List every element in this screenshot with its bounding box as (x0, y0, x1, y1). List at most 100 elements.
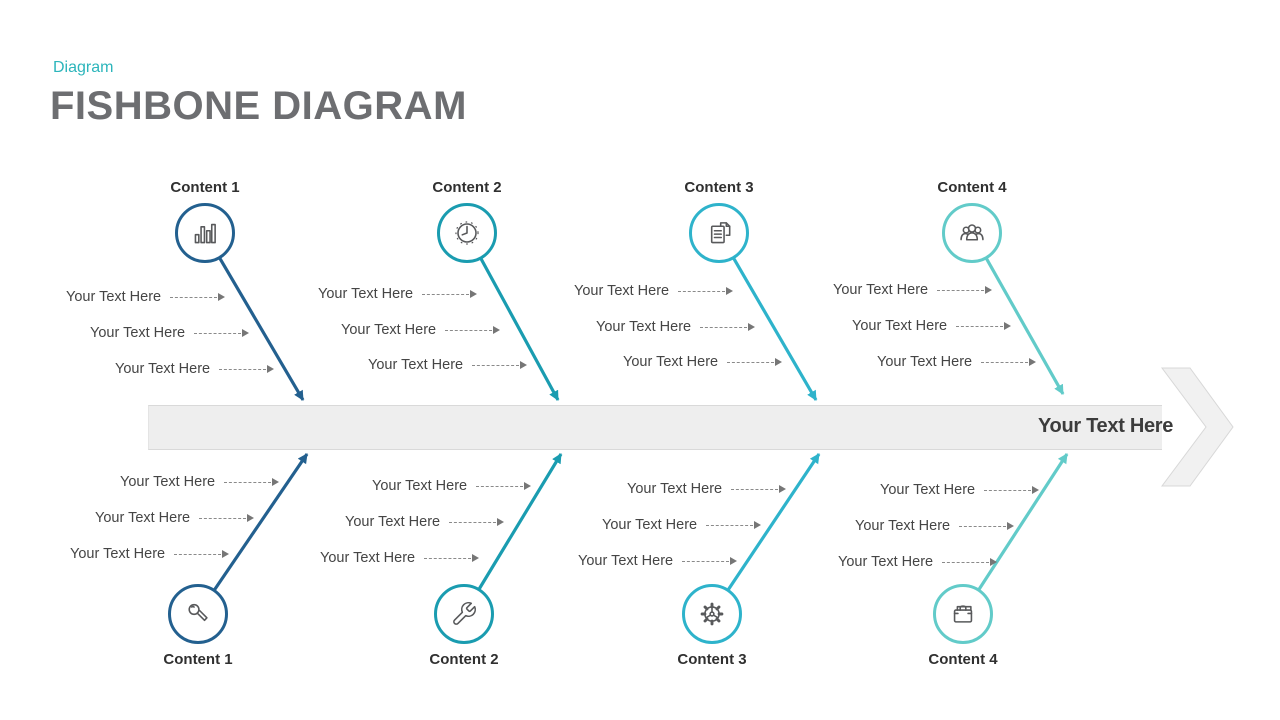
clock-icon (455, 221, 479, 245)
cause-text: Your Text Here (627, 481, 723, 497)
dashed-arrow-icon (959, 522, 1015, 530)
cause-label: Your Text Here (368, 357, 528, 373)
gear-icon (700, 602, 724, 626)
cause-text: Your Text Here (120, 474, 216, 490)
cause-text: Your Text Here (90, 325, 186, 341)
cause-label: Your Text Here (70, 546, 230, 562)
dashed-arrow-icon (956, 322, 1012, 330)
dashed-arrow-icon (449, 518, 505, 526)
node-circle-top-3 (689, 203, 749, 263)
cause-text: Your Text Here (877, 354, 973, 370)
dashed-arrow-icon (682, 557, 738, 565)
cause-label: Your Text Here (596, 319, 756, 335)
cause-text: Your Text Here (880, 482, 976, 498)
cause-text: Your Text Here (574, 283, 670, 299)
cause-text: Your Text Here (833, 282, 929, 298)
cause-label: Your Text Here (623, 354, 783, 370)
cause-text: Your Text Here (341, 322, 437, 338)
cause-label: Your Text Here (318, 286, 478, 302)
microphone-icon (188, 603, 208, 622)
dashed-arrow-icon (224, 478, 280, 486)
page-title: FISHBONE DIAGRAM (50, 84, 467, 128)
dashed-arrow-icon (170, 293, 226, 301)
cause-text: Your Text Here (66, 289, 162, 305)
dashed-arrow-icon (942, 558, 998, 566)
cause-label: Your Text Here (66, 289, 226, 305)
cause-text: Your Text Here (602, 517, 698, 533)
dashed-arrow-icon (700, 323, 756, 331)
cause-text: Your Text Here (345, 514, 441, 530)
cause-text: Your Text Here (372, 478, 468, 494)
dashed-arrow-icon (678, 287, 734, 295)
dashed-arrow-icon (981, 358, 1037, 366)
category-label: Diagram (53, 59, 114, 76)
content-title-bottom-1: Content 1 (163, 651, 233, 668)
cause-text: Your Text Here (95, 510, 191, 526)
cause-label: Your Text Here (833, 282, 993, 298)
dashed-arrow-icon (199, 514, 255, 522)
cause-label: Your Text Here (877, 354, 1037, 370)
dashed-arrow-icon (727, 358, 783, 366)
cause-label: Your Text Here (852, 318, 1012, 334)
node-circle-bottom-3 (682, 584, 742, 644)
dashed-arrow-icon (422, 290, 478, 298)
cause-label: Your Text Here (372, 478, 532, 494)
content-title-bottom-3: Content 3 (677, 651, 747, 668)
cause-label: Your Text Here (627, 481, 787, 497)
cause-label: Your Text Here (855, 518, 1015, 534)
cause-label: Your Text Here (345, 514, 505, 530)
cause-label: Your Text Here (838, 554, 998, 570)
cause-text: Your Text Here (852, 318, 948, 334)
cause-label: Your Text Here (95, 510, 255, 526)
documents-icon (710, 222, 731, 244)
cause-text: Your Text Here (320, 550, 416, 566)
cause-label: Your Text Here (602, 517, 762, 533)
cause-text: Your Text Here (115, 361, 211, 377)
content-title-top-1: Content 1 (170, 179, 240, 196)
node-circle-top-1 (175, 203, 235, 263)
cause-label: Your Text Here (115, 361, 275, 377)
dashed-arrow-icon (194, 329, 250, 337)
content-title-bottom-4: Content 4 (928, 651, 998, 668)
cause-text: Your Text Here (368, 357, 464, 373)
cause-label: Your Text Here (341, 322, 501, 338)
content-title-top-3: Content 3 (684, 179, 754, 196)
spine-label: Your Text Here (1038, 415, 1174, 437)
cause-text: Your Text Here (578, 553, 674, 569)
node-circle-bottom-4 (933, 584, 993, 644)
dashed-arrow-icon (731, 485, 787, 493)
briefcase-icon (953, 605, 973, 623)
dashed-arrow-icon (706, 521, 762, 529)
cause-label: Your Text Here (90, 325, 250, 341)
node-circle-top-4 (942, 203, 1002, 263)
dashed-arrow-icon (937, 286, 993, 294)
cause-text: Your Text Here (70, 546, 166, 562)
dashed-arrow-icon (472, 361, 528, 369)
cause-text: Your Text Here (318, 286, 414, 302)
node-circle-bottom-2 (434, 584, 494, 644)
dashed-arrow-icon (424, 554, 480, 562)
cause-label: Your Text Here (120, 474, 280, 490)
content-title-top-2: Content 2 (432, 179, 502, 196)
cause-text: Your Text Here (623, 354, 719, 370)
cause-label: Your Text Here (574, 283, 734, 299)
bar-chart-icon (194, 223, 216, 244)
content-title-bottom-2: Content 2 (429, 651, 499, 668)
dashed-arrow-icon (984, 486, 1040, 494)
fishbone-spine (148, 405, 1162, 450)
cause-text: Your Text Here (838, 554, 934, 570)
cause-text: Your Text Here (596, 319, 692, 335)
dashed-arrow-icon (174, 550, 230, 558)
content-title-top-4: Content 4 (937, 179, 1007, 196)
wrench-icon (453, 602, 476, 625)
dashed-arrow-icon (476, 482, 532, 490)
cause-label: Your Text Here (578, 553, 738, 569)
cause-label: Your Text Here (320, 550, 480, 566)
dashed-arrow-icon (445, 326, 501, 334)
node-circle-top-2 (437, 203, 497, 263)
dashed-arrow-icon (219, 365, 275, 373)
node-circle-bottom-1 (168, 584, 228, 644)
cause-text: Your Text Here (855, 518, 951, 534)
cause-label: Your Text Here (880, 482, 1040, 498)
